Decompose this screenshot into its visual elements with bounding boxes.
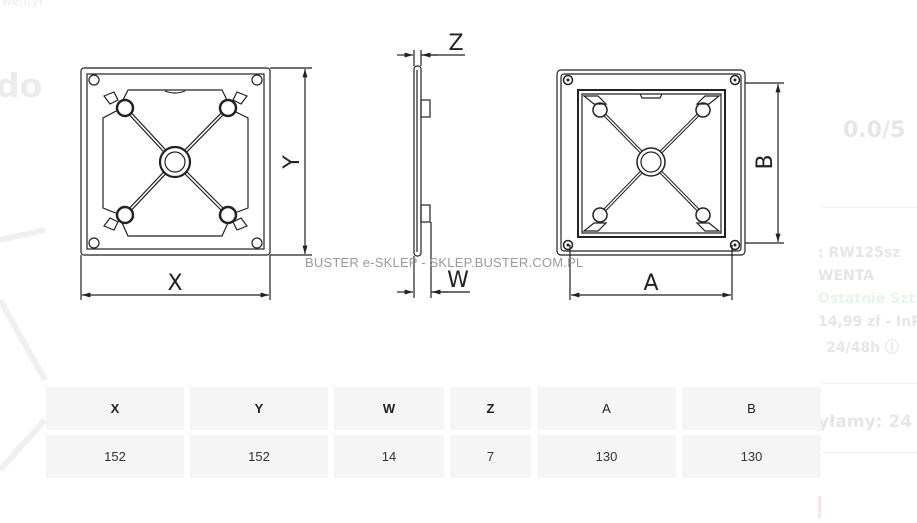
divider bbox=[822, 383, 917, 384]
front-view bbox=[80, 67, 312, 300]
shipping-price: 14,99 zł - InP bbox=[818, 314, 917, 330]
header-a: A bbox=[537, 387, 676, 430]
divider bbox=[822, 207, 917, 208]
value-z: 7 bbox=[450, 435, 531, 478]
dimension-label-y: Y bbox=[280, 155, 305, 170]
product-rating: 0.0/5 bbox=[843, 118, 906, 143]
value-w: 14 bbox=[334, 435, 444, 478]
background-product-image bbox=[0, 227, 48, 473]
side-view bbox=[397, 50, 470, 298]
value-b: 130 bbox=[682, 435, 821, 478]
table-row: 152 152 14 7 130 130 bbox=[46, 435, 821, 478]
value-y: 152 bbox=[190, 435, 328, 478]
shipping-time: 24/48h ⓘ bbox=[826, 340, 899, 356]
background-category-text: wentyl bbox=[2, 0, 42, 8]
dimension-label-x: X bbox=[167, 271, 182, 296]
dimension-label-w: W bbox=[447, 268, 469, 293]
dimension-label-a: A bbox=[643, 271, 658, 296]
header-b: B bbox=[682, 387, 821, 430]
header-x: X bbox=[46, 387, 184, 430]
accent-bar bbox=[818, 496, 821, 518]
product-code: : RW125sz bbox=[818, 245, 901, 261]
dimension-label-b: B bbox=[753, 154, 778, 169]
value-x: 152 bbox=[46, 435, 184, 478]
watermark: BUSTER e-SKLEP - SKLEP.BUSTER.COM.PL bbox=[305, 255, 584, 270]
back-view bbox=[556, 69, 784, 300]
table-header-row: X Y W Z A B bbox=[46, 387, 821, 430]
value-a: 130 bbox=[537, 435, 676, 478]
stock-status: Ostatnie Szt bbox=[818, 291, 916, 307]
divider bbox=[822, 452, 917, 453]
background-heading-fragment: do bbox=[0, 66, 43, 105]
header-z: Z bbox=[450, 387, 531, 430]
header-w: W bbox=[334, 387, 444, 430]
product-brand: WENTA bbox=[818, 268, 875, 284]
header-y: Y bbox=[190, 387, 328, 430]
promo-text: yłamy: 24 bbox=[818, 412, 913, 432]
dimension-label-z: Z bbox=[448, 31, 463, 56]
dimensions-table: X Y W Z A B 152 152 14 7 130 130 bbox=[40, 382, 827, 483]
